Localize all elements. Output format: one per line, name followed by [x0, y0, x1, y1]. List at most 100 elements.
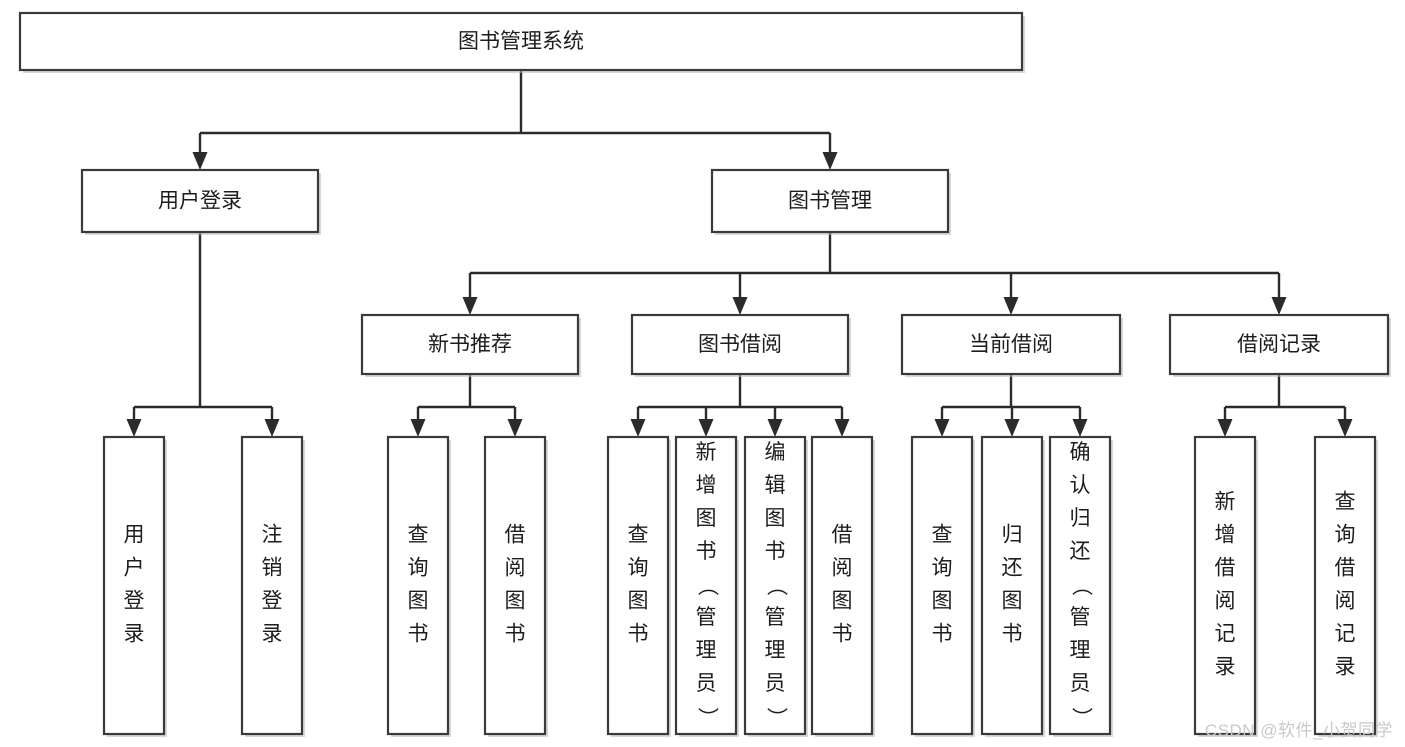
arrow-head-icon	[630, 419, 646, 437]
node-label-char: 图	[408, 590, 429, 613]
node-label-char: 查	[932, 524, 953, 547]
node-label-char: （	[1069, 575, 1092, 596]
node-rect[interactable]	[483, 435, 547, 736]
node-rect[interactable]	[360, 313, 580, 376]
node-rect[interactable]	[102, 435, 166, 736]
node-root-system[interactable]: 图书管理系统	[18, 11, 1025, 73]
node-rect[interactable]	[743, 435, 807, 736]
node-label-char: 录	[124, 623, 145, 646]
node-level1-1[interactable]: 图书管理	[710, 168, 951, 235]
node-label-char: 录	[262, 623, 283, 646]
node-level2-2[interactable]: 当前借阅	[900, 313, 1123, 377]
node-label-char: 归	[1002, 524, 1023, 547]
node-rect[interactable]	[80, 168, 320, 234]
node-rect[interactable]	[710, 168, 950, 234]
node-rect[interactable]	[606, 435, 670, 736]
node-label-char: 员	[696, 672, 717, 695]
node-label-char: 查	[1335, 491, 1356, 514]
node-rect[interactable]	[900, 313, 1122, 376]
arrow-head-icon	[1072, 419, 1088, 437]
arrow-head-icon	[834, 419, 850, 437]
node-level1-0[interactable]: 用户登录	[80, 168, 321, 235]
node-label-char: 图	[832, 590, 853, 613]
node-label-char: 还	[1070, 540, 1091, 563]
node-rect[interactable]	[1168, 313, 1390, 376]
arrow-head-icon	[507, 419, 523, 437]
node-rect[interactable]	[674, 435, 738, 736]
node-label-char: 查	[628, 524, 649, 547]
node-rect[interactable]	[240, 435, 304, 736]
node-rect[interactable]	[980, 435, 1044, 736]
node-label-char: 管	[696, 606, 717, 629]
node-label-char: 还	[1002, 557, 1023, 580]
node-level2-1[interactable]: 图书借阅	[630, 313, 851, 377]
node-leaf-0[interactable]: 用户登录	[102, 435, 167, 737]
node-level2-0[interactable]: 新书推荐	[360, 313, 581, 377]
node-label-char: 询	[628, 557, 649, 580]
node-label-char: 理	[1070, 639, 1091, 662]
node-rect[interactable]	[1193, 435, 1257, 736]
node-rect[interactable]	[910, 435, 974, 736]
node-label-char: （	[695, 575, 718, 596]
arrow-head-icon	[698, 419, 714, 437]
node-rect[interactable]	[630, 313, 850, 376]
node-rect[interactable]	[1048, 435, 1112, 736]
node-label-char: 编	[765, 441, 786, 464]
connector-layer	[126, 70, 1353, 437]
node-label-char: 记	[1335, 623, 1356, 646]
arrow-head-icon	[1337, 419, 1353, 437]
node-label-char: ）	[1069, 707, 1092, 728]
arrow-head-icon	[1003, 297, 1019, 315]
node-label: 图书管理	[788, 190, 872, 213]
arrow-head-icon	[410, 419, 426, 437]
node-label-char: 借	[832, 524, 853, 547]
arrow-head-icon	[767, 419, 783, 437]
node-label-char: 新	[1215, 491, 1236, 514]
node-label-char: 书	[932, 623, 953, 646]
node-label-char: 借	[1215, 557, 1236, 580]
node-label: 用户登录	[158, 190, 242, 213]
node-label-char: 户	[124, 557, 145, 580]
node-rect[interactable]	[1313, 435, 1377, 736]
arrow-head-icon	[1271, 297, 1287, 315]
node-label-char: 员	[1070, 672, 1091, 695]
node-label-char: 借	[505, 524, 526, 547]
arrow-head-icon	[1004, 419, 1020, 437]
node-label-char: 记	[1215, 623, 1236, 646]
node-label: 借阅记录	[1237, 333, 1321, 356]
node-label-char: （	[764, 575, 787, 596]
node-label-char: 书	[765, 540, 786, 563]
node-label-char: 书	[1002, 623, 1023, 646]
node-rect[interactable]	[18, 11, 1024, 72]
node-label-char: 用	[124, 524, 145, 547]
node-label-char: 图	[932, 590, 953, 613]
node-label-char: 录	[1335, 656, 1356, 679]
node-layer: 图书管理系统用户登录图书管理新书推荐图书借阅当前借阅借阅记录用户登录注销登录查询…	[18, 11, 1391, 737]
node-label-char: 图	[628, 590, 649, 613]
arrow-head-icon	[192, 152, 208, 170]
node-label-char: 归	[1070, 507, 1091, 530]
arrow-head-icon	[126, 419, 142, 437]
watermark-label: CSDN @软件_小贺同学	[1204, 721, 1393, 740]
node-rect[interactable]	[386, 435, 450, 736]
node-label-char: 借	[1335, 557, 1356, 580]
node-label-char: 书	[505, 623, 526, 646]
node-level2-3[interactable]: 借阅记录	[1168, 313, 1391, 377]
node-label-char: 询	[932, 557, 953, 580]
arrow-head-icon	[822, 152, 838, 170]
node-rect[interactable]	[810, 435, 874, 736]
